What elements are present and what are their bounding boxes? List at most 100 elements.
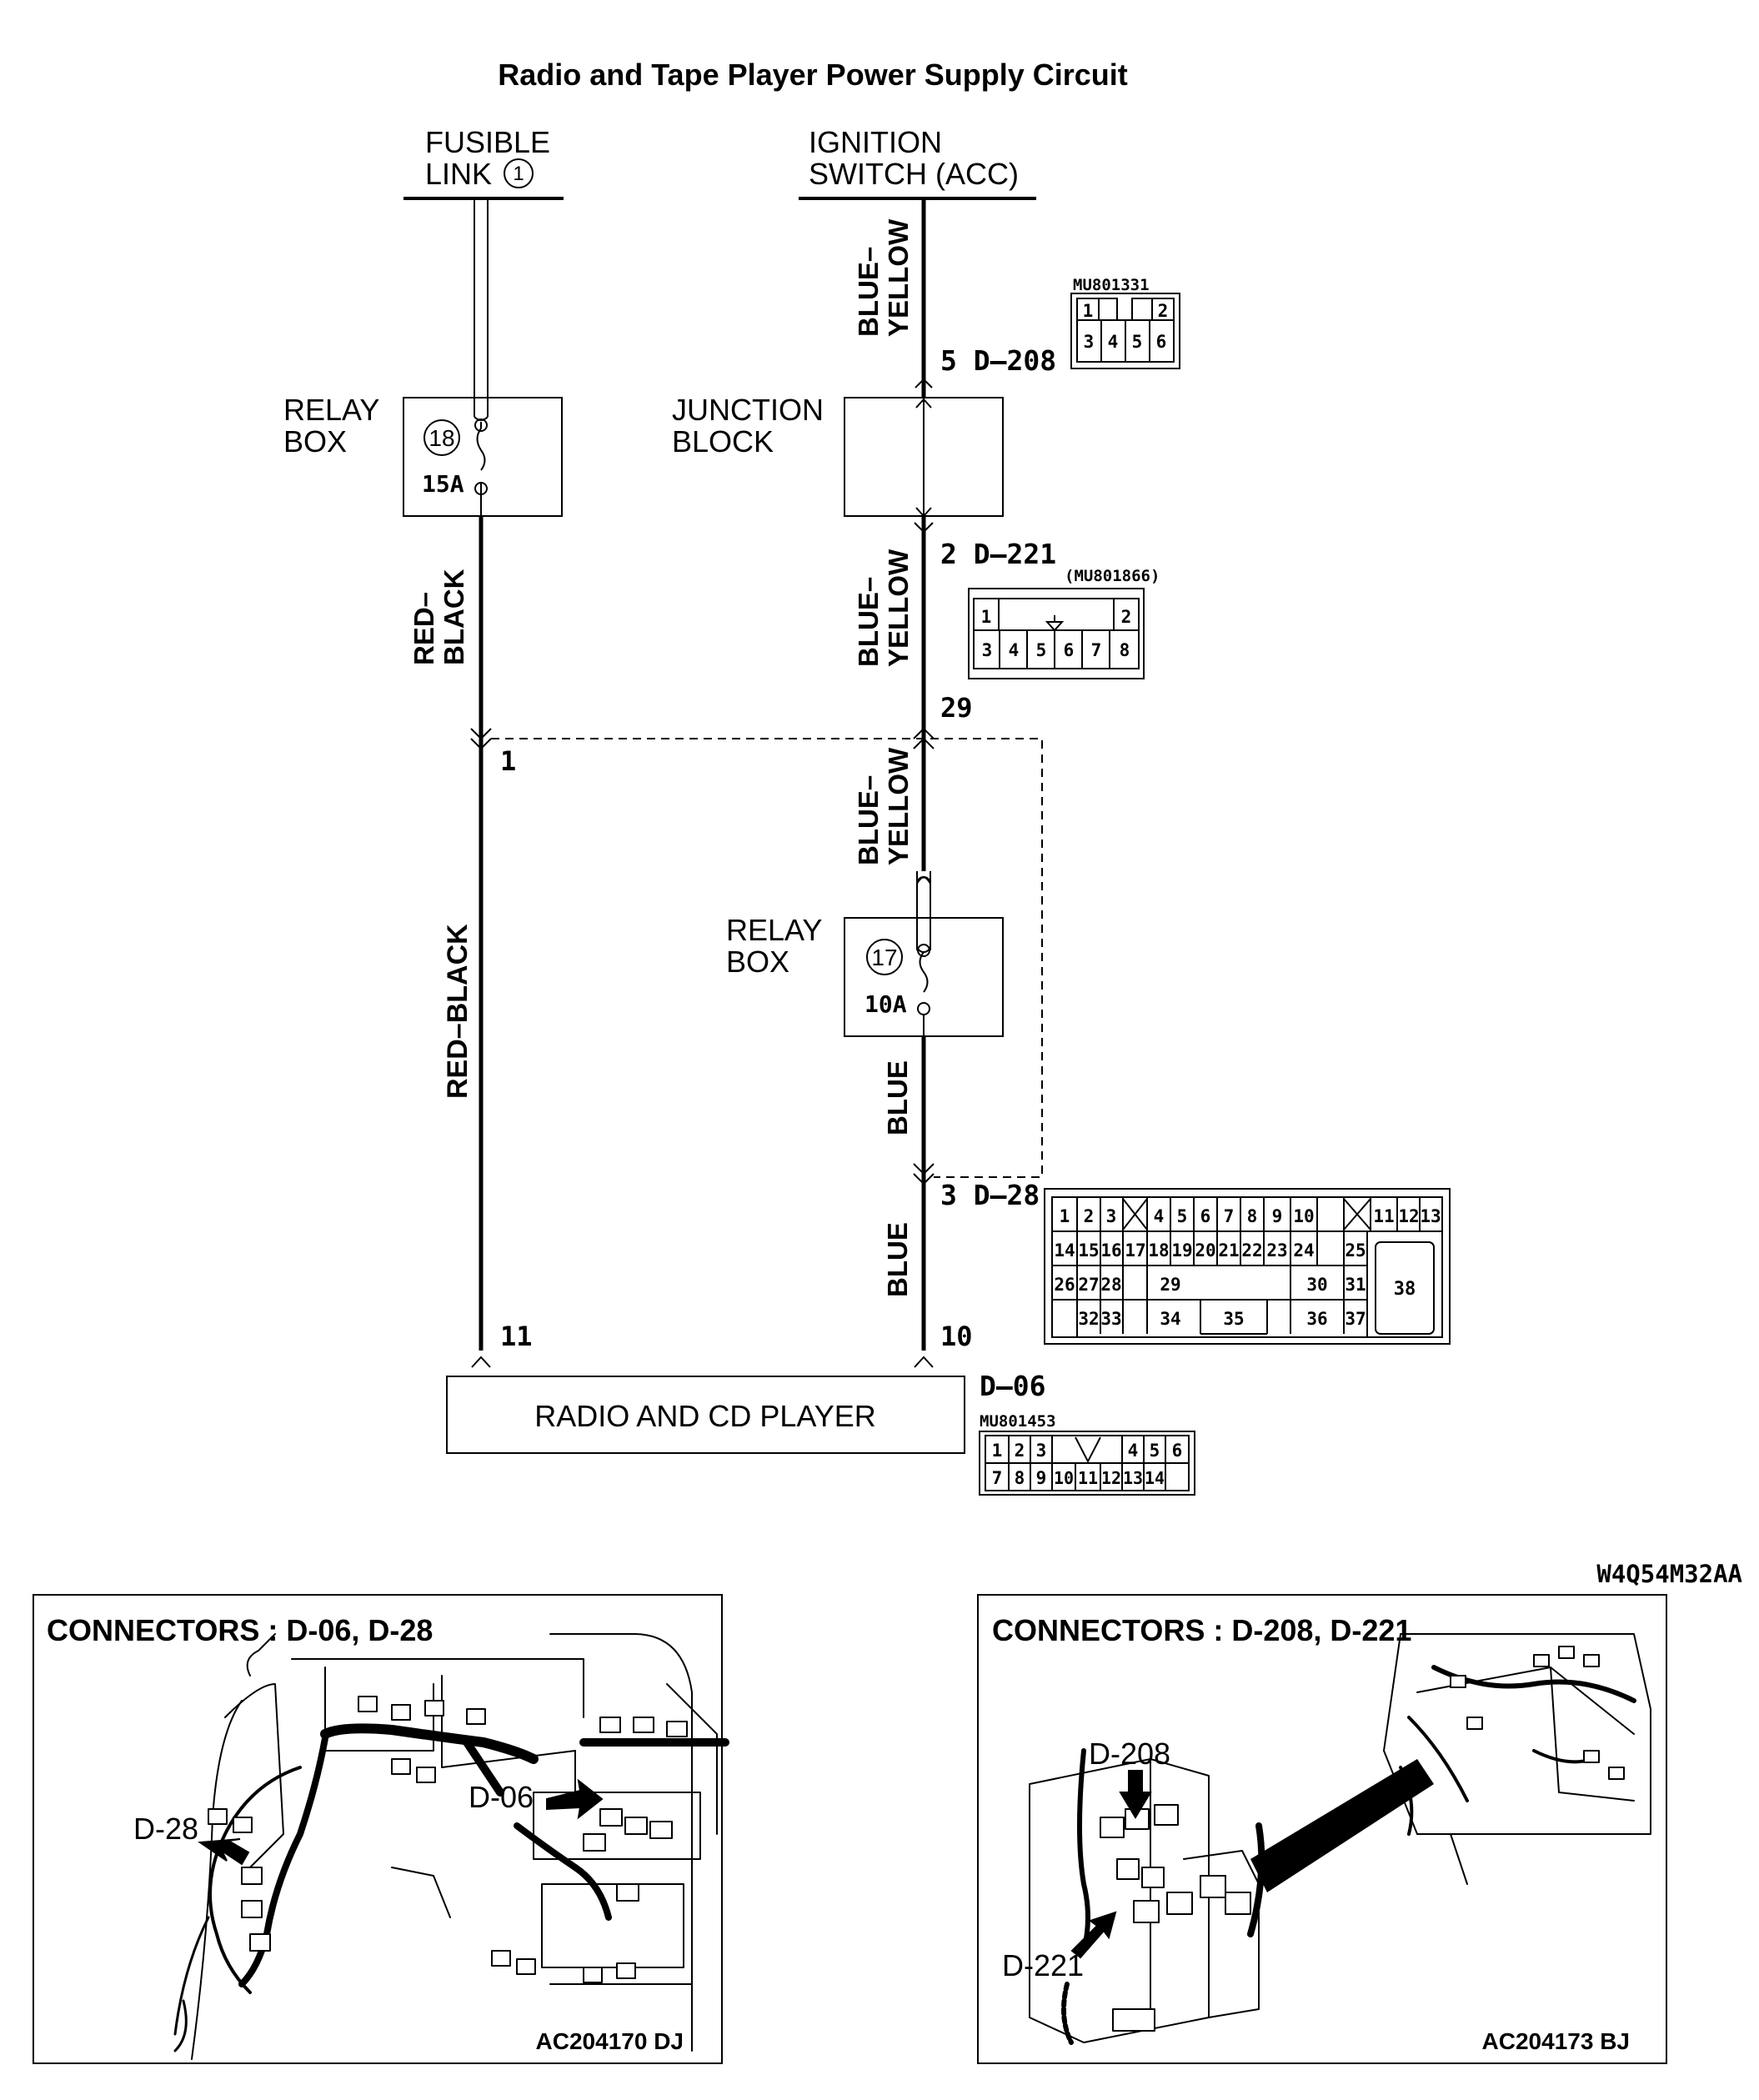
relay-box-17-rating: 10A xyxy=(864,990,907,1018)
relay-box-17-number-circle xyxy=(866,939,903,975)
connector-location-panel-left: CONNECTORS : D-06, D-28 xyxy=(33,1594,729,2064)
drawing-code: W4Q54M32AA xyxy=(1596,1560,1742,1588)
relay-box-18-number-circle xyxy=(423,419,460,456)
relay-box-17-label-1: RELAY xyxy=(726,913,822,947)
d28-pin-row-2: 14 15 16 17 18 19 20 21 22 23 24 25 xyxy=(1054,1240,1366,1261)
connector-location-panel-right: CONNECTORS : D-208, D-221 xyxy=(977,1594,1667,2064)
d208-arrow-icon xyxy=(1119,1770,1152,1819)
svg-text:18: 18 xyxy=(1148,1240,1169,1261)
svg-text:30: 30 xyxy=(1306,1275,1327,1295)
connector-chevron-1 xyxy=(470,728,492,750)
svg-text:31: 31 xyxy=(1345,1275,1366,1295)
svg-text:9: 9 xyxy=(1036,1468,1047,1488)
svg-text:BLUE–: BLUE– xyxy=(853,775,884,865)
relay-box-18-outline xyxy=(403,397,563,517)
svg-text:5: 5 xyxy=(1132,332,1143,352)
svg-text:23: 23 xyxy=(1266,1240,1287,1261)
svg-text:10: 10 xyxy=(1054,1468,1074,1488)
svg-text:5: 5 xyxy=(1177,1206,1188,1226)
svg-text:25: 25 xyxy=(1345,1240,1366,1261)
svg-text:RED–: RED– xyxy=(408,592,439,665)
connector-chevron-d28 xyxy=(913,1163,935,1185)
svg-text:BLACK: BLACK xyxy=(438,569,469,665)
svg-text:6: 6 xyxy=(1064,640,1075,660)
zoom-connector-band xyxy=(1250,1759,1434,1892)
blue-yellow-label-2: BLUE– YELLOW xyxy=(853,549,914,667)
ignition-label-2: SWITCH (ACC) xyxy=(809,157,1019,191)
wire-harness-left xyxy=(173,1723,729,2052)
red-black-label-top: RED– BLACK xyxy=(408,569,469,665)
pin-d221-label: 2 D–221 xyxy=(940,538,1056,570)
panel-right-frame xyxy=(977,1594,1667,2064)
svg-text:37: 37 xyxy=(1345,1309,1366,1329)
red-black-label-long: RED–BLACK xyxy=(442,924,474,1099)
svg-text:2: 2 xyxy=(1121,607,1132,627)
panel-right-callout-d221: D-221 xyxy=(1002,1948,1084,1982)
svg-text:33: 33 xyxy=(1100,1309,1121,1329)
pin-11-label: 11 xyxy=(500,1321,533,1352)
svg-text:26: 26 xyxy=(1054,1275,1075,1295)
svg-text:6: 6 xyxy=(1156,332,1167,352)
svg-text:36: 36 xyxy=(1306,1309,1327,1329)
svg-text:2: 2 xyxy=(1015,1441,1025,1461)
connector-chevron-11 xyxy=(471,1356,491,1368)
device-connector-label: D–06 xyxy=(980,1370,1045,1402)
svg-text:BLUE–: BLUE– xyxy=(853,577,884,667)
svg-text:34: 34 xyxy=(1160,1309,1180,1329)
svg-text:11: 11 xyxy=(1373,1206,1394,1226)
svg-text:11: 11 xyxy=(1078,1468,1098,1488)
relay-box-17: RELAY BOX 17 10A xyxy=(726,871,1004,1037)
d28-pin-row-3: 26 27 28 29 30 31 xyxy=(1054,1275,1366,1295)
d28-pin-row-1: 1 2 3 4 5 6 7 8 9 10 11 12 13 xyxy=(1060,1206,1441,1226)
dashboard-harness-sketch xyxy=(191,1633,718,2060)
svg-text:22: 22 xyxy=(1241,1240,1262,1261)
radio-unit-dashed-boundary xyxy=(491,738,1043,1178)
svg-text:10: 10 xyxy=(1293,1206,1314,1226)
svg-text:20: 20 xyxy=(1195,1240,1215,1261)
svg-text:3: 3 xyxy=(1106,1206,1117,1226)
svg-text:YELLOW: YELLOW xyxy=(883,549,914,667)
relay-box-18: RELAY BOX 18 15A xyxy=(283,393,563,517)
svg-text:35: 35 xyxy=(1223,1309,1244,1329)
connector-face-d208: MU801331 1 2 3 4 5 6 xyxy=(1070,276,1180,369)
svg-text:17: 17 xyxy=(1125,1240,1145,1261)
relay-box-18-rating: 15A xyxy=(422,470,464,498)
ignition-switch-source: IGNITION SWITCH (ACC) xyxy=(799,125,1036,200)
connector-d06-part: MU801453 xyxy=(980,1412,1056,1431)
d28-pin-row-4: 32 33 34 35 36 37 xyxy=(1078,1309,1366,1329)
svg-text:15: 15 xyxy=(1078,1240,1099,1261)
panel-right-code: AC204173 BJ xyxy=(1482,2028,1630,2054)
svg-text:YELLOW: YELLOW xyxy=(883,218,914,337)
svg-text:4: 4 xyxy=(1128,1441,1139,1461)
radio-cd-player-label: RADIO AND CD PLAYER xyxy=(534,1399,875,1433)
fusible-link-label-2: LINK xyxy=(425,157,492,191)
connector-face-d06: MU801453 1 2 3 4 5 6 7 8 9 10 11 12 13 1… xyxy=(979,1412,1195,1496)
svg-text:3: 3 xyxy=(982,640,993,660)
diagram-title: Radio and Tape Player Power Supply Circu… xyxy=(498,58,1128,92)
svg-text:2: 2 xyxy=(1084,1206,1095,1226)
svg-text:12: 12 xyxy=(1101,1468,1121,1488)
connector-arrow-d208 xyxy=(915,378,933,388)
panel-left-frame xyxy=(33,1594,723,2064)
svg-text:27: 27 xyxy=(1078,1275,1099,1295)
svg-text:6: 6 xyxy=(1172,1441,1183,1461)
svg-text:13: 13 xyxy=(1123,1468,1143,1488)
svg-text:13: 13 xyxy=(1420,1206,1441,1226)
connector-chevron-d221 xyxy=(914,522,934,534)
svg-text:19: 19 xyxy=(1171,1240,1192,1261)
svg-text:12: 12 xyxy=(1398,1206,1419,1226)
svg-text:3: 3 xyxy=(1036,1441,1047,1461)
relay-box-18-number: 18 xyxy=(428,425,454,451)
fusible-link-label-1: FUSIBLE xyxy=(425,125,550,159)
connector-d208-part: MU801331 xyxy=(1073,276,1150,294)
junction-block: JUNCTION BLOCK xyxy=(672,393,1004,518)
panel-left-code: AC204170 DJ xyxy=(536,2028,684,2054)
svg-text:7: 7 xyxy=(1091,640,1102,660)
radio-cd-player: RADIO AND CD PLAYER D–06 xyxy=(446,1370,1045,1454)
fusible-link-double-wire xyxy=(474,198,489,417)
svg-text:1: 1 xyxy=(1083,301,1094,321)
blue-label-1: BLUE xyxy=(882,1060,913,1135)
svg-text:8: 8 xyxy=(1120,640,1130,660)
panel-left-callout-d28: D-28 xyxy=(133,1812,198,1846)
